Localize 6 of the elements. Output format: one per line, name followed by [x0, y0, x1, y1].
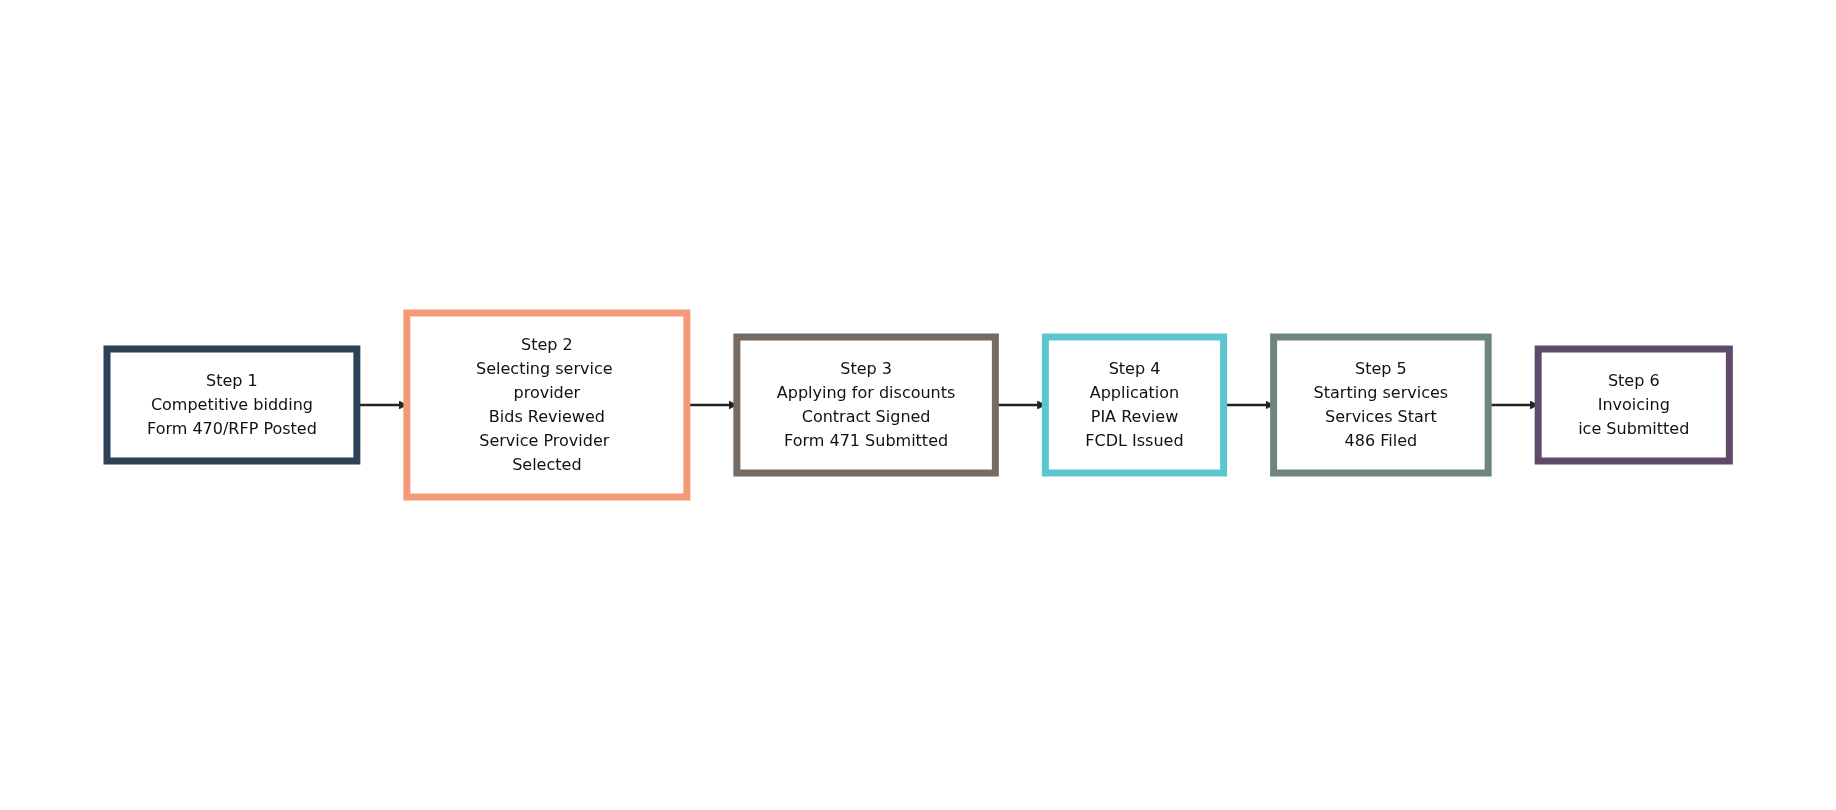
node-box: Step 5 Starting services Services Start 486 Filed	[1269, 333, 1492, 477]
node-box: Step 1 Competitive bidding Form 470/RFP Posted	[103, 345, 361, 465]
node-box: Step 4 Application PIA Review FCDL Issued	[1041, 333, 1227, 477]
node-box: Step 2 Selecting service provider Bids Reviewed Service Provider Selected	[403, 309, 691, 501]
node-box: Step 6 Invoicing ice Submitted	[1534, 345, 1733, 465]
node-box: Step 3 Applying for discounts Contract Signed Form 471 Submitted	[733, 333, 999, 477]
